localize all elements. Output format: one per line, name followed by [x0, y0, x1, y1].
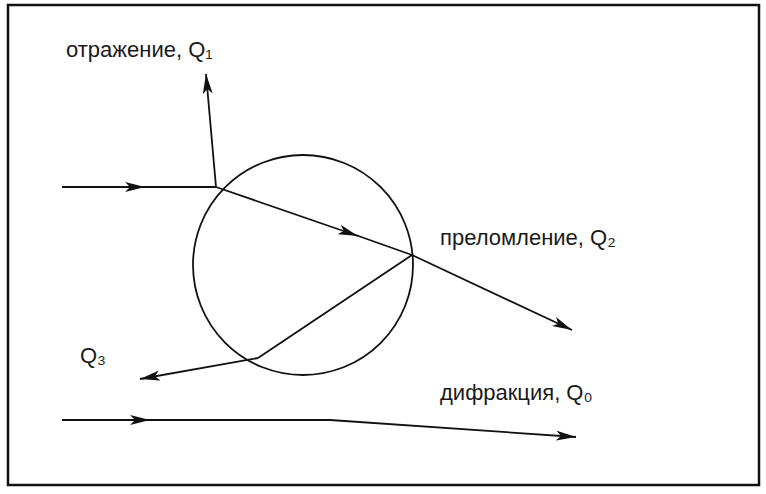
- ray-label: дифракция, Q₀: [440, 381, 593, 405]
- incident-ray: [140, 186, 216, 188]
- incident-ray: [62, 186, 145, 188]
- exit-ray: [412, 255, 572, 330]
- ray-label: отражение, Q₁: [66, 38, 213, 62]
- ray-label: Q₃: [80, 344, 106, 368]
- backscatter-ray: [140, 358, 258, 379]
- sphere: [193, 155, 413, 375]
- diffraction-ray: [62, 419, 150, 421]
- diffraction-ray: [145, 420, 576, 437]
- refracted-ray: [216, 187, 358, 236]
- ray-label: преломление, Q₂: [440, 226, 616, 250]
- frame: [8, 5, 759, 485]
- reflected-ray: [206, 74, 216, 187]
- refracted-ray: [350, 233, 412, 255]
- internal-ray: [258, 255, 412, 358]
